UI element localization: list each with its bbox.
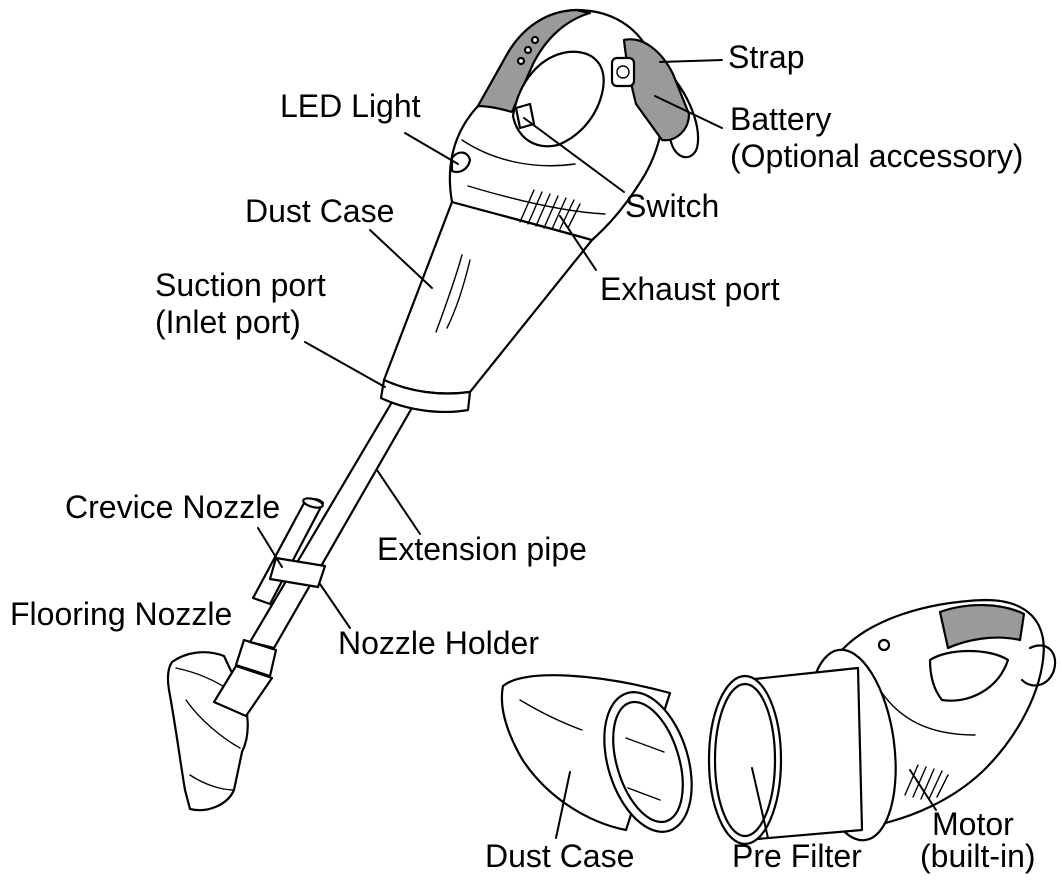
label-extension-pipe: Extension pipe (377, 531, 587, 567)
exhaust-port-vents (519, 189, 581, 230)
label-flooring-nozzle: Flooring Nozzle (10, 596, 232, 632)
leader-line-battery (654, 95, 723, 129)
nozzle-elbow (212, 664, 274, 718)
leader-line-crevice-nozzle (257, 527, 283, 568)
label-detached-dust-case: Dust Case (485, 838, 634, 874)
leader-line-pre-filter (751, 767, 769, 839)
label-battery: Battery (730, 101, 831, 137)
handle-grip (476, 8, 592, 114)
motor-handle-grip (938, 604, 1026, 650)
leader-line-led-light (404, 132, 459, 165)
leader-line-motor (909, 769, 937, 811)
motor-handle-opening (928, 649, 1010, 702)
leader-line-strap (659, 59, 723, 63)
battery-release-button-dot (616, 65, 630, 79)
label-led-light: LED Light (280, 88, 421, 124)
detached-dust-case-ridge (519, 699, 583, 731)
label-suction-port-note: (Inlet port) (155, 304, 301, 340)
suction-port-collar (379, 378, 472, 413)
label-motor-note: (built-in) (920, 838, 1036, 874)
leader-line-switch (523, 117, 625, 193)
battery-release-button (610, 56, 636, 88)
dust-case-ridge (435, 254, 463, 333)
label-switch: Switch (625, 188, 719, 224)
label-nozzle-holder: Nozzle Holder (338, 625, 539, 661)
leader-line-exhaust-port (559, 215, 597, 271)
head-contour (467, 185, 606, 215)
leader-lines (257, 59, 937, 839)
detached-dust-case-inner-detail (625, 737, 665, 753)
label-crevice-nozzle: Crevice Nozzle (65, 489, 280, 525)
disassembled-vacuum (500, 598, 1057, 846)
motor-strap-loop (1020, 644, 1057, 687)
dust-case-ridge (446, 259, 471, 329)
leader-line-extension-pipe (376, 469, 421, 535)
indicator-dot (516, 56, 526, 66)
label-exhaust-port: Exhaust port (600, 271, 780, 307)
leader-line-detached-dust-case (555, 771, 571, 839)
indicator-dot (530, 35, 540, 45)
motor-contour (879, 689, 976, 736)
leader-line-dust-case (369, 229, 433, 289)
led-light-lens (450, 151, 472, 174)
motor-flange-tab (877, 638, 891, 652)
label-pre-filter: Pre Filter (732, 838, 862, 874)
crevice-nozzle-tip (302, 497, 324, 509)
leader-line-suction-port (304, 341, 386, 388)
nozzle-holder-shape (268, 556, 327, 589)
leader-line-nozzle-holder (319, 583, 351, 629)
motor-vents (904, 764, 949, 800)
label-strap: Strap (728, 39, 804, 75)
part-labels: Strap LED Light Battery (Optional access… (10, 39, 1036, 874)
label-dust-case: Dust Case (245, 193, 394, 229)
extension-pipe-shape (248, 400, 415, 650)
handle-opening (511, 50, 605, 148)
flooring-nozzle-detail (189, 774, 235, 791)
pre-filter-cap (713, 682, 777, 838)
label-suction-port: Suction port (155, 267, 326, 303)
flooring-nozzle-detail (185, 699, 241, 749)
label-motor: Motor (932, 806, 1014, 842)
head-contour (461, 139, 576, 167)
detached-dust-case-opening (612, 700, 684, 824)
detached-dust-case-inner-detail (627, 787, 661, 801)
indicator-dot (523, 45, 533, 55)
label-battery-note: (Optional accessory) (730, 138, 1023, 174)
